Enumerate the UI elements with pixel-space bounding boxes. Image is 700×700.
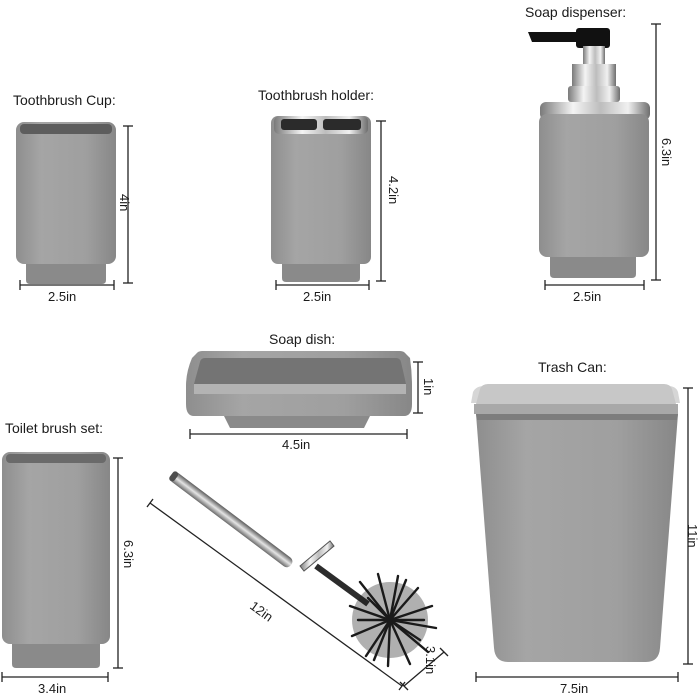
dimension-lines-brush (146, 498, 449, 691)
toothbrush-holder-height: 4.2in (386, 176, 401, 205)
toilet-brush-holder (2, 452, 110, 668)
trash-can (471, 384, 680, 662)
toilet-brush-set-label: Toilet brush set: (5, 420, 104, 436)
soap-dispenser (528, 28, 650, 278)
dimension-lines-brush-holder (1, 457, 123, 682)
toilet-brush (169, 471, 438, 668)
toothbrush-cup (16, 122, 116, 284)
soap-dish-label: Soap dish: (269, 331, 336, 347)
toilet-brush-width: 3.1in (423, 646, 438, 675)
soap-dish-height: 1in (421, 378, 436, 396)
dimension-lines-cup (19, 125, 133, 290)
toilet-brush-holder-width: 3.4in (38, 681, 67, 696)
toothbrush-cup-height: 4in (117, 194, 132, 212)
dimension-lines-trash (475, 387, 693, 682)
toothbrush-holder-width: 2.5in (303, 289, 332, 304)
brush-bristles (348, 572, 438, 668)
soap-dispenser-width: 2.5in (573, 289, 602, 304)
soap-dish-width: 4.5in (282, 437, 311, 452)
dimension-lines-dispenser (544, 23, 661, 290)
trash-can-width: 7.5in (560, 681, 589, 696)
toothbrush-cup-label: Toothbrush Cup: (13, 92, 116, 108)
dimension-lines-holder (275, 120, 386, 290)
toothbrush-holder-label: Toothbrush holder: (258, 87, 374, 103)
toothbrush-cup-width: 2.5in (48, 289, 77, 304)
toothbrush-holder (271, 116, 371, 282)
dimension-lines-dish (189, 361, 423, 439)
soap-dispenser-height: 6.3in (659, 138, 674, 167)
trash-can-label: Trash Can: (538, 359, 607, 375)
toilet-brush-holder-height: 6.3in (121, 540, 136, 569)
soap-dish (186, 351, 412, 428)
soap-dispenser-label: Soap dispenser: (525, 4, 627, 20)
trash-can-height: 11in (685, 524, 700, 548)
